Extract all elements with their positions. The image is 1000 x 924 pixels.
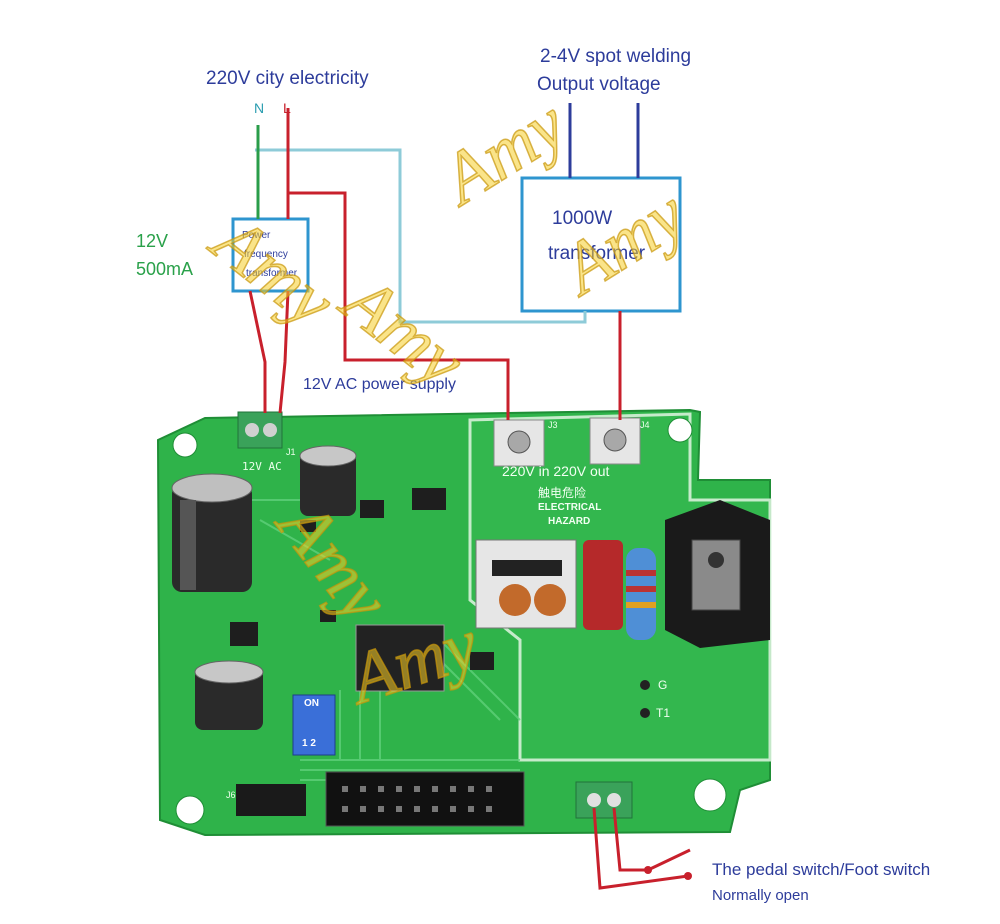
j4-ref: J4 (640, 420, 650, 430)
red-capacitor (583, 540, 623, 630)
small-transformer-line-3: transformer (246, 268, 298, 279)
inductor (475, 539, 577, 629)
ribbon-header (325, 771, 525, 827)
small-transformer-line-1: Power (242, 230, 271, 241)
small-transformer-box (231, 217, 310, 293)
j1-silkscreen: 12V AC (242, 460, 282, 473)
pedal-switch-contact (644, 866, 652, 874)
pin-header-j6 (236, 784, 306, 816)
capacitor-bottom (194, 660, 264, 730)
big-transformer-line-1: 1000W (552, 208, 613, 229)
hazard-cn: 触电危险 (538, 486, 587, 500)
city-electricity-label: 220V city electricity (206, 68, 369, 89)
terminal-pedal (575, 781, 633, 819)
ic-chip (355, 624, 445, 692)
in-out-silkscreen: 220V in 220V out (502, 463, 610, 479)
terminal-g-label: G (658, 678, 668, 692)
dip-switch (292, 694, 336, 756)
normally-open-label: Normally open (712, 887, 809, 904)
small-supply-voltage: 12V (136, 231, 169, 251)
neutral-label: N (254, 100, 265, 116)
capacitor-small-top (299, 445, 357, 516)
small-transformer-line-2: frequency (244, 249, 288, 260)
neutral-wire-blue (255, 148, 587, 324)
hazard-en-2: HAZARD (548, 516, 591, 527)
pedal-switch-label: The pedal switch/Foot switch (712, 860, 931, 879)
terminal-j1 (237, 411, 283, 449)
terminal-g-t1 (640, 680, 650, 718)
j3-ref: J3 (548, 420, 558, 430)
ac-supply-label: 12V AC power supply (303, 376, 456, 393)
small-supply-current: 500mA (136, 259, 194, 279)
resistor (626, 548, 656, 640)
hazard-en-1: ELECTRICAL (538, 502, 602, 513)
live-wires-red (248, 108, 691, 890)
small-smd-parts (230, 488, 494, 670)
big-transformer-line-2: transformer (548, 243, 646, 264)
dip-numbers-label: 1 2 (302, 738, 316, 749)
output-line-2: Output voltage (537, 74, 661, 95)
dip-on-label: ON (304, 698, 319, 709)
heatsink (665, 500, 770, 648)
terminal-t1-label: T1 (656, 706, 671, 720)
j1-ref: J1 (286, 447, 296, 457)
live-label: L (283, 100, 291, 116)
output-wires (568, 103, 640, 178)
terminal-j4 (589, 417, 641, 465)
j6-ref: J6 (226, 790, 236, 800)
big-transformer-box (520, 176, 682, 313)
output-line-1: 2-4V spot welding (540, 46, 692, 67)
terminal-j3 (493, 419, 545, 467)
pedal-switch-contact-2 (684, 872, 692, 880)
capacitor-large (171, 473, 253, 592)
